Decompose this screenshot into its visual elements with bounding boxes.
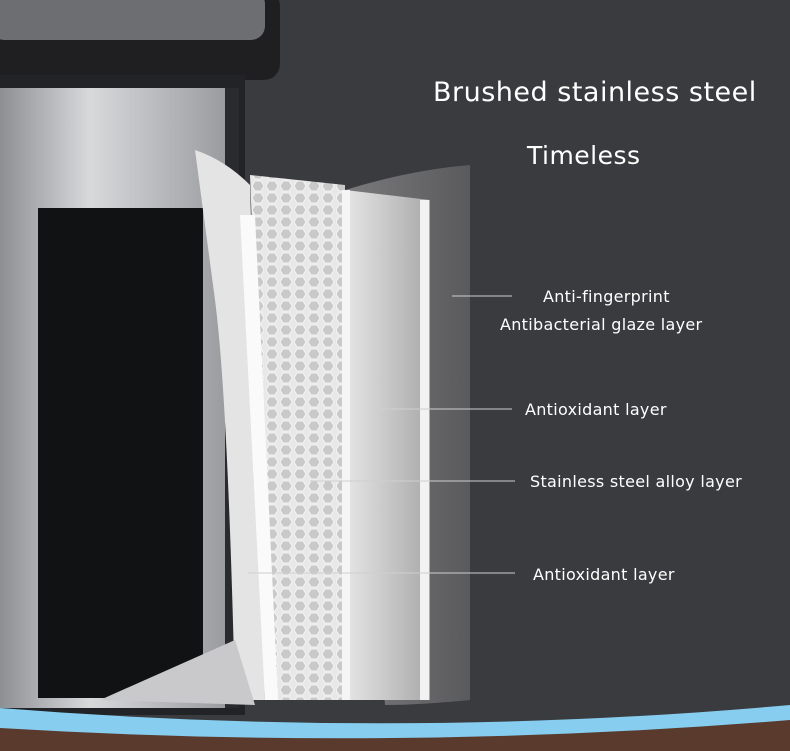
layer-label-anti-fingerprint: Anti-fingerprint	[543, 287, 670, 306]
layer-label-glaze: Antibacterial glaze layer	[500, 315, 703, 334]
floor	[0, 720, 790, 751]
layer-label-alloy: Stainless steel alloy layer	[530, 472, 742, 491]
layer-label-antioxidant-inner: Antioxidant layer	[533, 565, 675, 584]
material-layers	[100, 150, 470, 705]
leader-lines	[248, 295, 515, 574]
headline: Brushed stainless steel	[433, 77, 757, 108]
subheadline: Timeless	[527, 141, 641, 170]
layer-label-antioxidant-outer: Antioxidant layer	[525, 400, 667, 419]
